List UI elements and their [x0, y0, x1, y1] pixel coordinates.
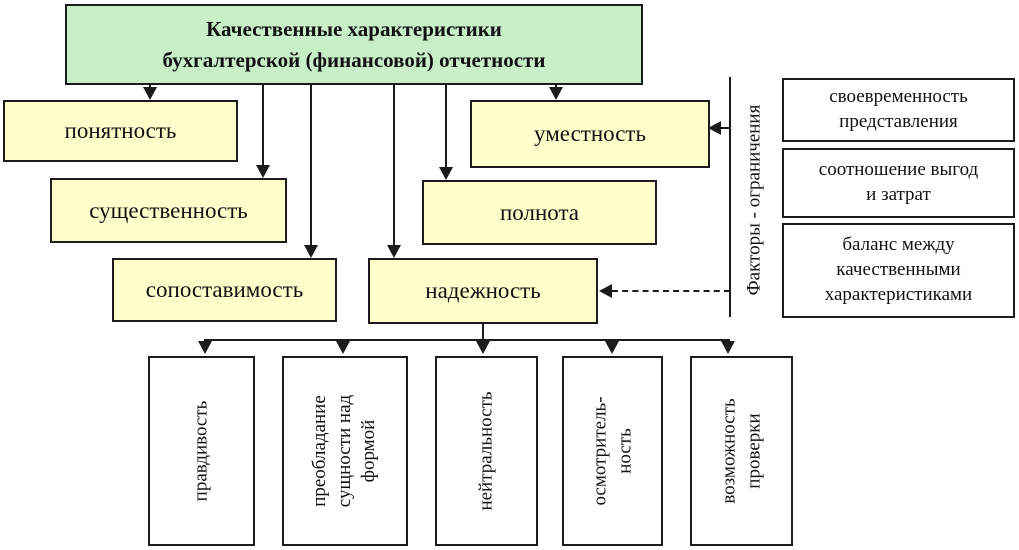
arrow-line-title-to-nadezhnost	[393, 85, 395, 247]
box-vozmozhnost-proverki: возможность проверки	[690, 356, 793, 546]
box-sopostavimost-label: сопоставимость	[145, 277, 304, 302]
box-umestnost: уместность	[470, 100, 710, 168]
box-nadezhnost: надежность	[368, 258, 598, 324]
connector-horizontal-line	[204, 339, 730, 341]
box-sushchestvennost: существенность	[50, 178, 287, 243]
box-nadezhnost-label: надежность	[425, 278, 541, 303]
arrowhead-to-polnota	[439, 167, 453, 180]
arrowhead-constraints-to-nadezhnost	[599, 284, 612, 298]
box-osmotritelnost-label: осмотритель- ность	[588, 396, 635, 506]
constraints-axis: Факторы - ограничения	[731, 85, 779, 315]
constraint-box-timeliness-label: своевременность представления	[829, 86, 968, 132]
connector-nadezhnost-stub	[482, 322, 484, 340]
box-polnota-label: полнота	[499, 199, 580, 225]
constraint-box-cost-benefit: соотношение выгод и затрат	[782, 148, 1015, 218]
constraints-axis-label: Факторы - ограничения	[743, 104, 765, 296]
box-vozmozhnost-proverki-label: возможность проверки	[717, 398, 764, 504]
arrowhead-constraints-to-umestnost	[708, 121, 721, 135]
arrowhead-to-sopostavimost	[304, 245, 318, 258]
box-sushchestvennost-label: существенность	[89, 197, 248, 223]
constraints-bracket-line	[729, 77, 731, 317]
arrow-line-title-to-sushchestvennost	[262, 85, 264, 167]
box-ponyatnost-label: понятность	[64, 118, 177, 143]
constraint-box-balance-label: баланс между качественными характеристик…	[824, 234, 973, 305]
arrow-line-title-to-polnota	[445, 85, 447, 169]
arrowhead-to-ponyatnost	[143, 87, 157, 100]
box-sopostavimost: сопоставимость	[112, 258, 337, 322]
box-neytralnost: нейтральность	[435, 356, 538, 546]
box-umestnost-label: уместность	[534, 121, 646, 146]
box-polnota: полнота	[422, 180, 657, 245]
arrowhead-to-neytralnost	[476, 341, 490, 354]
constraint-box-timeliness: своевременность представления	[782, 78, 1015, 142]
title-box: Качественные характеристики бухгалтерско…	[65, 4, 643, 85]
arrowhead-to-sushchestvennost	[256, 165, 270, 178]
arrowhead-to-umestnost	[549, 87, 563, 100]
arrow-line-constraints-to-umestnost	[720, 127, 730, 129]
diagram-title: Качественные характеристики бухгалтерско…	[162, 17, 546, 72]
box-pravdivost: правдивость	[148, 356, 255, 546]
constraint-box-cost-benefit-label: соотношение выгод и затрат	[818, 159, 979, 205]
arrowhead-to-vozmozhnost-proverki	[721, 341, 735, 354]
constraint-box-balance: баланс между качественными характеристик…	[782, 223, 1015, 318]
box-preobladanie: преобладание сущности над формой	[282, 356, 408, 546]
arrowhead-to-pravdivost	[198, 341, 212, 354]
dashed-arrow-constraints-to-nadezhnost	[612, 290, 730, 292]
box-neytralnost-label: нейтральность	[475, 391, 497, 511]
arrowhead-to-nadezhnost	[387, 245, 401, 258]
box-pravdivost-label: правдивость	[190, 400, 212, 502]
arrowhead-to-preobladanie	[336, 341, 350, 354]
box-preobladanie-label: преобладание сущности над формой	[308, 394, 380, 508]
box-osmotritelnost: осмотритель- ность	[562, 356, 663, 546]
box-ponyatnost: понятность	[3, 100, 238, 162]
arrow-line-title-to-sopostavimost	[310, 85, 312, 247]
arrowhead-to-osmotritelnost	[605, 341, 619, 354]
